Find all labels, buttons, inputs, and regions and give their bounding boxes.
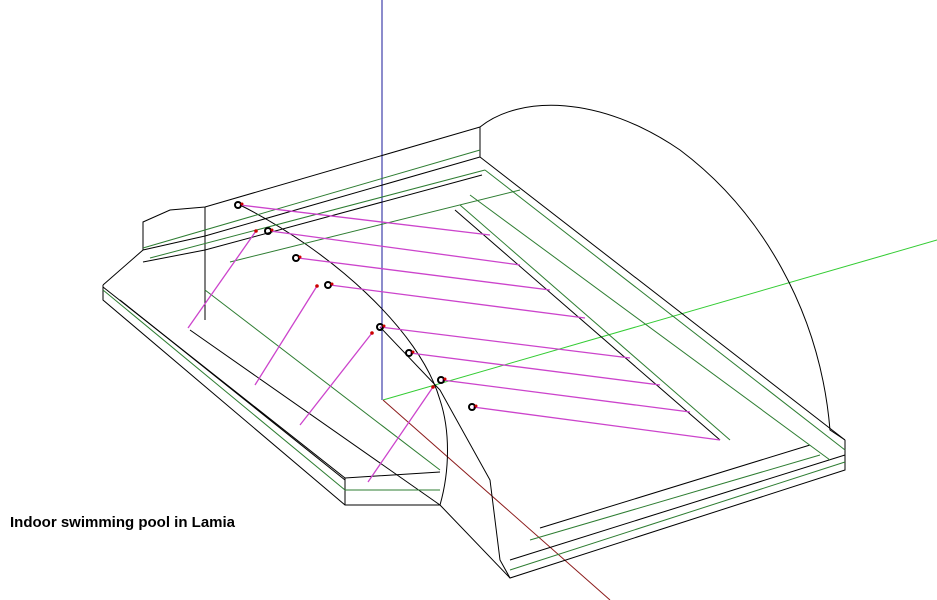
sensor-icon[interactable] <box>405 349 415 357</box>
ray <box>269 230 521 266</box>
ray <box>367 386 434 483</box>
sensor-icon[interactable] <box>264 227 274 235</box>
sensor-icon[interactable] <box>376 323 386 331</box>
sensor-icon[interactable] <box>437 376 447 384</box>
sensor-nodes <box>234 201 478 411</box>
ray <box>254 285 318 386</box>
ray <box>329 284 586 319</box>
target-marker <box>315 284 319 288</box>
sensor-icon[interactable] <box>234 201 244 209</box>
inner-structure-lines <box>102 149 846 571</box>
x-axis <box>382 399 611 600</box>
ray <box>441 379 691 413</box>
building-outline <box>102 104 846 579</box>
target-marker <box>254 229 258 233</box>
ray <box>409 352 661 386</box>
sensor-rays <box>187 204 721 483</box>
ray <box>299 332 373 426</box>
sensor-icon[interactable] <box>292 254 302 262</box>
ray <box>297 257 551 291</box>
ray <box>187 230 257 329</box>
caption: Indoor swimming pool in Lamia <box>10 514 236 531</box>
target-marker <box>370 331 374 335</box>
sensor-icon[interactable] <box>468 403 478 411</box>
target-marker <box>431 385 435 389</box>
ray <box>379 326 631 359</box>
ray <box>472 406 721 441</box>
sensor-icon[interactable] <box>324 281 334 289</box>
ray <box>239 204 491 236</box>
y-axis <box>382 239 937 401</box>
